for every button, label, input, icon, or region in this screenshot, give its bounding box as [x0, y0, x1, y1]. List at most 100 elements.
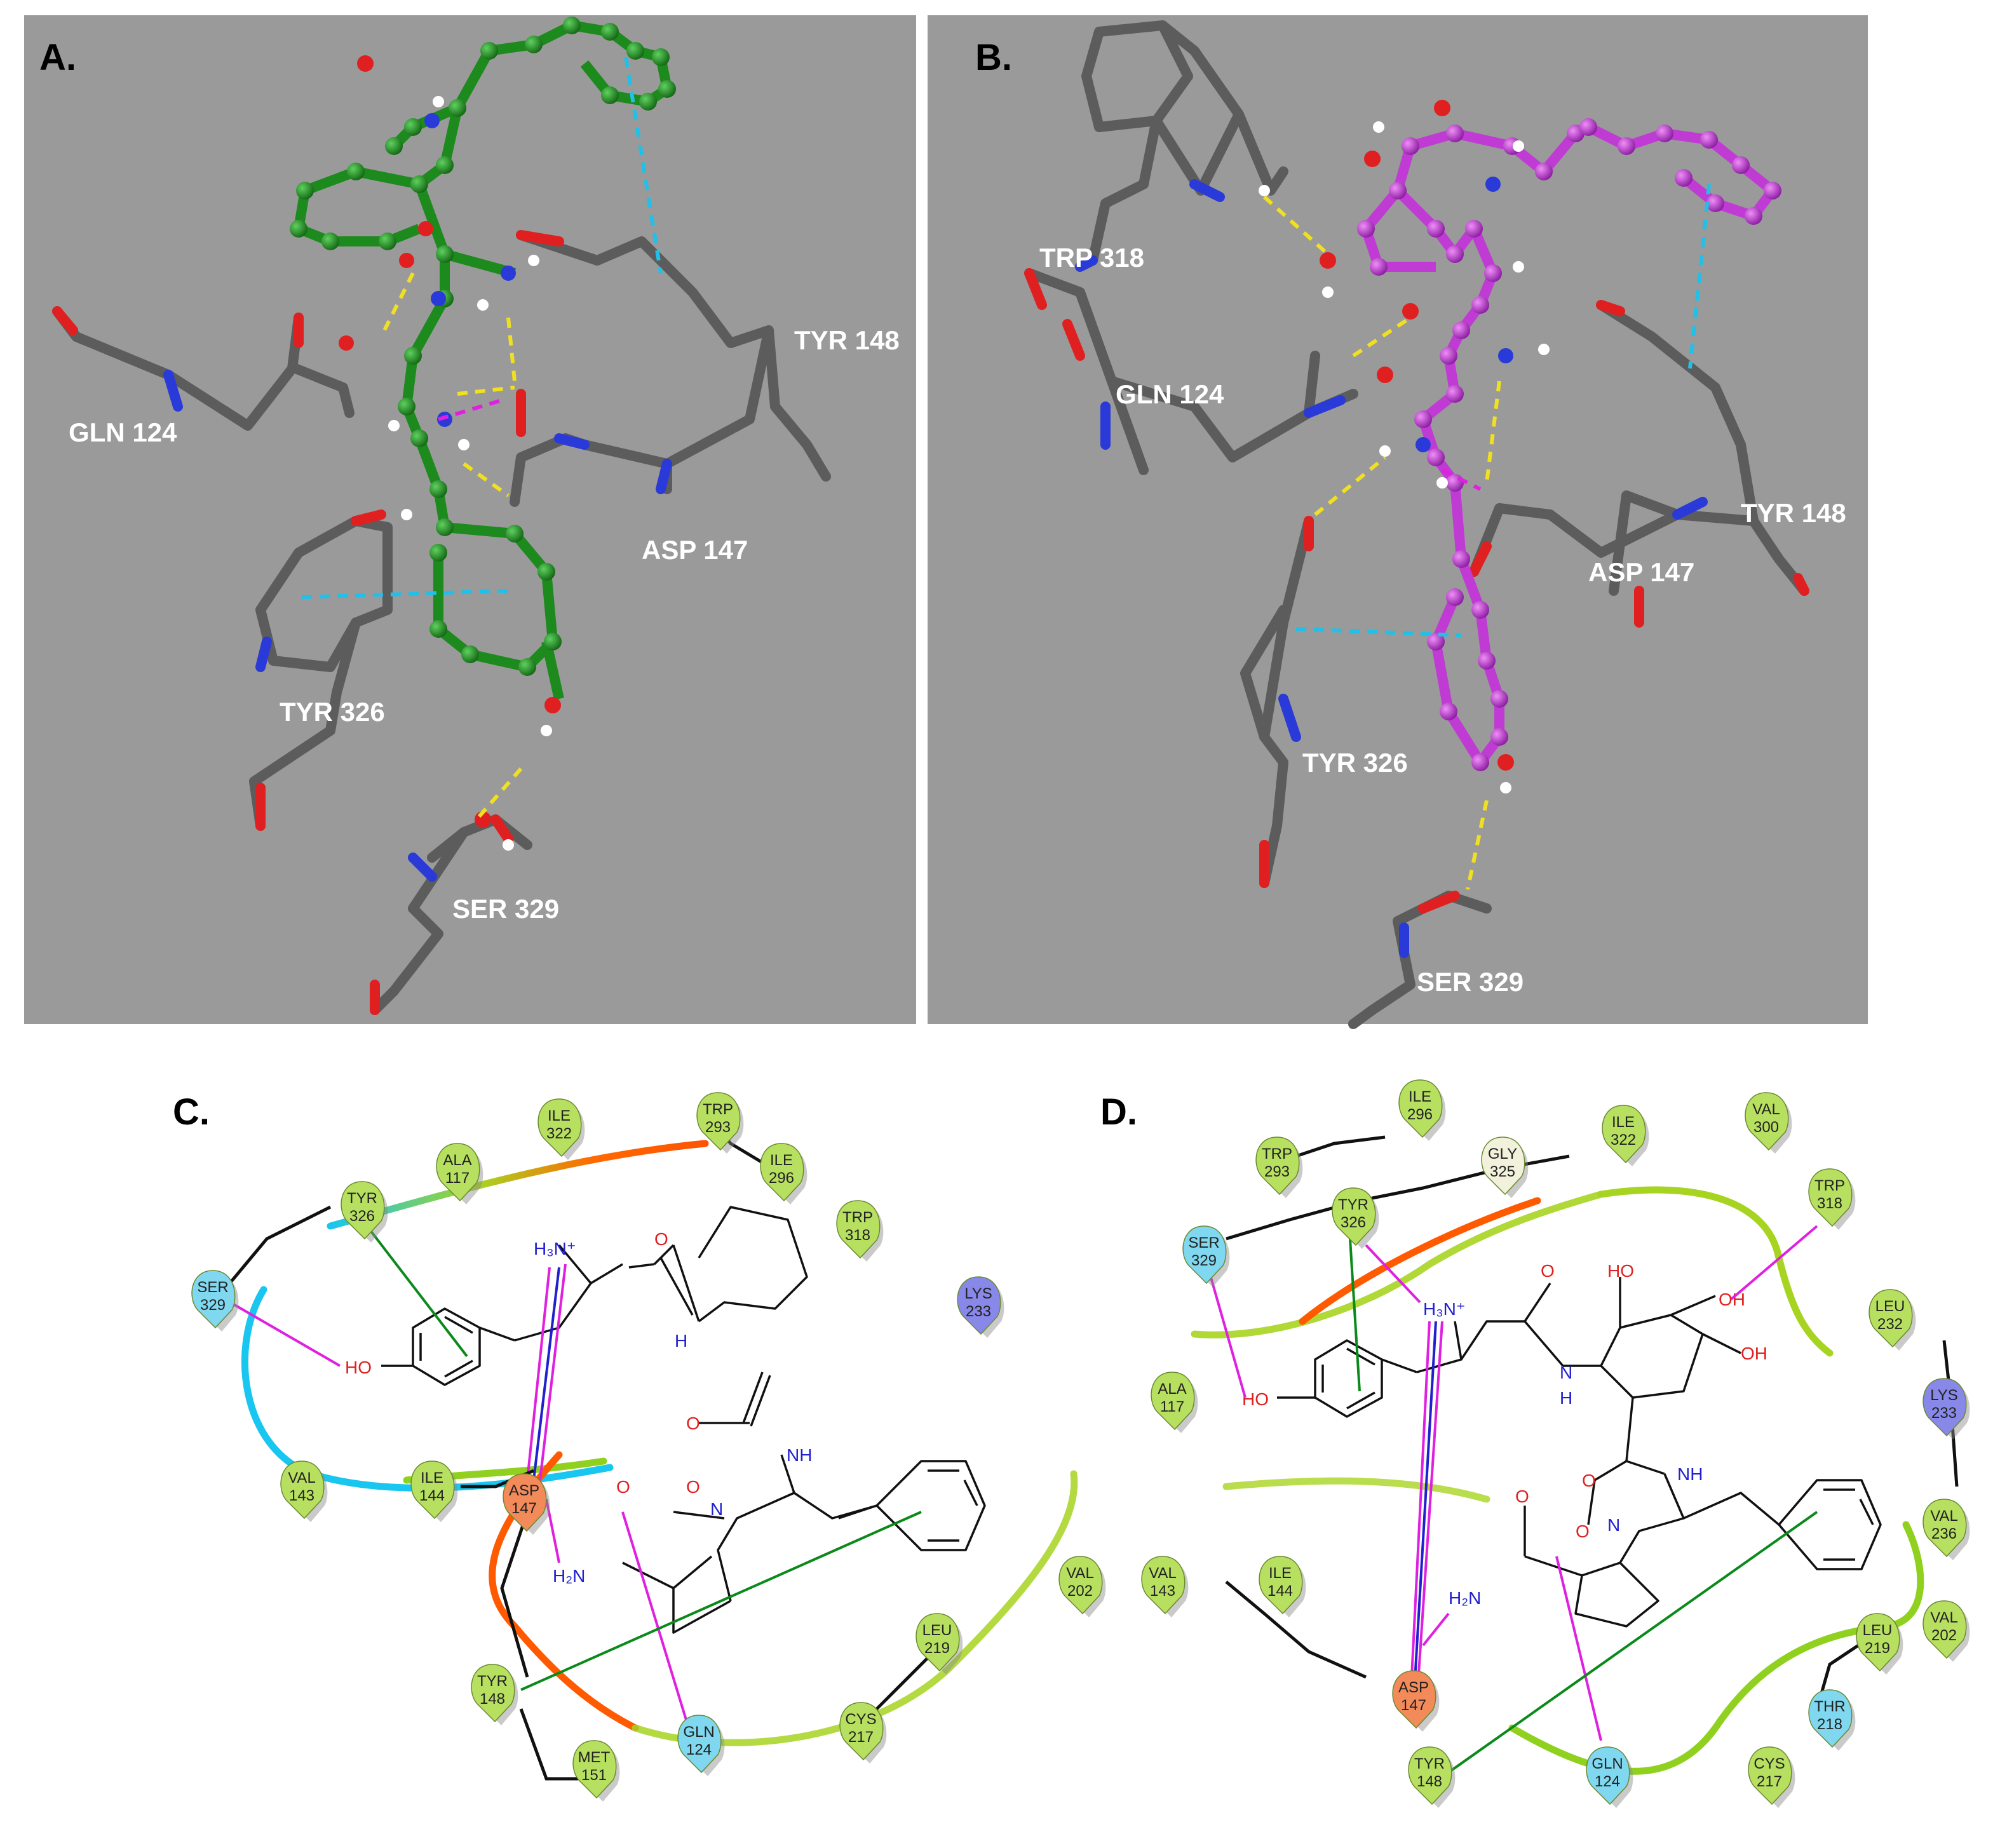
residue-number: 117: [445, 1170, 470, 1187]
residue-shape: [280, 1460, 325, 1520]
residue-label: GLN 124: [1116, 379, 1224, 409]
residue-shape: [1058, 1556, 1103, 1615]
atom-label: O: [686, 1477, 700, 1497]
residue-name: LYS: [1930, 1387, 1958, 1404]
residue-number: 148: [480, 1690, 505, 1708]
residue-number: 117: [1160, 1398, 1184, 1415]
residue-number: 329: [200, 1297, 226, 1314]
residue-shape: [1808, 1689, 1853, 1748]
residue-name: ILE: [1409, 1088, 1431, 1105]
residue-name: MET: [578, 1749, 611, 1766]
residue-number: 300: [1753, 1119, 1779, 1136]
residue-shape: [1586, 1746, 1630, 1805]
panel-d-ligand-skeleton: [1277, 1277, 1882, 1628]
atom-label: NH: [1677, 1464, 1703, 1484]
residue-name: ALA: [1158, 1380, 1186, 1398]
panel-b-residue-labels: TRP 318 GLN 124 TYR 148 ASP 147 TYR 326 …: [1039, 243, 1846, 997]
residue-name: LEU: [922, 1622, 952, 1639]
residue-name: TYR: [1414, 1755, 1445, 1772]
panel-a-background: [24, 15, 916, 1024]
residue-label: SER 329: [1417, 967, 1524, 997]
residue-number: 296: [769, 1170, 794, 1187]
residue-shape: [1808, 1168, 1853, 1227]
atom-label: O: [654, 1229, 668, 1249]
residue-shape: [957, 1276, 1001, 1335]
residue-name: ILE: [770, 1152, 793, 1169]
panel-c-ligand-skeleton: [381, 1206, 986, 1634]
residue-name: CYS: [1753, 1755, 1785, 1772]
panel-d-interactions: [1206, 1225, 1818, 1774]
residue-number: 293: [705, 1119, 731, 1136]
panel-d: D.: [1100, 1079, 1970, 1808]
residue-shape: [916, 1613, 960, 1672]
atom-label: N: [710, 1499, 723, 1519]
residue-number: 293: [1264, 1163, 1290, 1180]
panel-a-residue-labels: GLN 124 TYR 148 ASP 147 TYR 326 SER 329: [69, 325, 900, 924]
residue-number: 217: [1757, 1773, 1782, 1790]
residue-number: 202: [1931, 1627, 1957, 1644]
atom-label: N: [1560, 1363, 1572, 1382]
panel-a-atom-tips: [52, 230, 672, 1015]
residue-number: 124: [686, 1741, 712, 1758]
residue-name: TYR: [477, 1673, 508, 1690]
atom-label: O: [686, 1413, 700, 1433]
residue-number: 329: [1191, 1252, 1217, 1269]
panel-b-atom-tips: [1024, 179, 1809, 958]
panel-b-heteroatoms: [1259, 100, 1550, 793]
panel-c: C.: [173, 1091, 1106, 1802]
residue-name: THR: [1814, 1698, 1845, 1715]
panel-c-interactions: [218, 1218, 922, 1741]
residue-shape: [696, 1092, 741, 1151]
atom-label: HO: [1242, 1389, 1269, 1409]
atom-label: O: [1582, 1471, 1596, 1490]
residue-shape: [1182, 1225, 1227, 1285]
residue-name: VAL: [1752, 1101, 1780, 1118]
residue-number: 124: [1595, 1773, 1620, 1790]
residue-shape: [1922, 1378, 1967, 1437]
residue-name: GLY: [1488, 1145, 1517, 1163]
residue-shape: [1748, 1746, 1792, 1805]
residue-shape: [1922, 1499, 1967, 1558]
panel-a: A.: [24, 15, 916, 1024]
residue-name: SER: [1188, 1234, 1219, 1251]
residue-number: 217: [848, 1729, 874, 1746]
residue-name: VAL: [1930, 1609, 1958, 1626]
residue-label: TYR 326: [280, 697, 385, 727]
residue-shape: [760, 1143, 804, 1202]
residue-label: SER 329: [452, 894, 559, 924]
panel-a-label: A.: [39, 37, 76, 78]
atom-label: H₃N⁺: [534, 1239, 576, 1258]
residue-label: GLN 124: [69, 417, 177, 447]
residue-label: TYR 148: [1741, 498, 1846, 528]
residue-number: 143: [289, 1487, 314, 1504]
residue-name: ASP: [509, 1482, 539, 1499]
residue-shape: [839, 1702, 884, 1761]
